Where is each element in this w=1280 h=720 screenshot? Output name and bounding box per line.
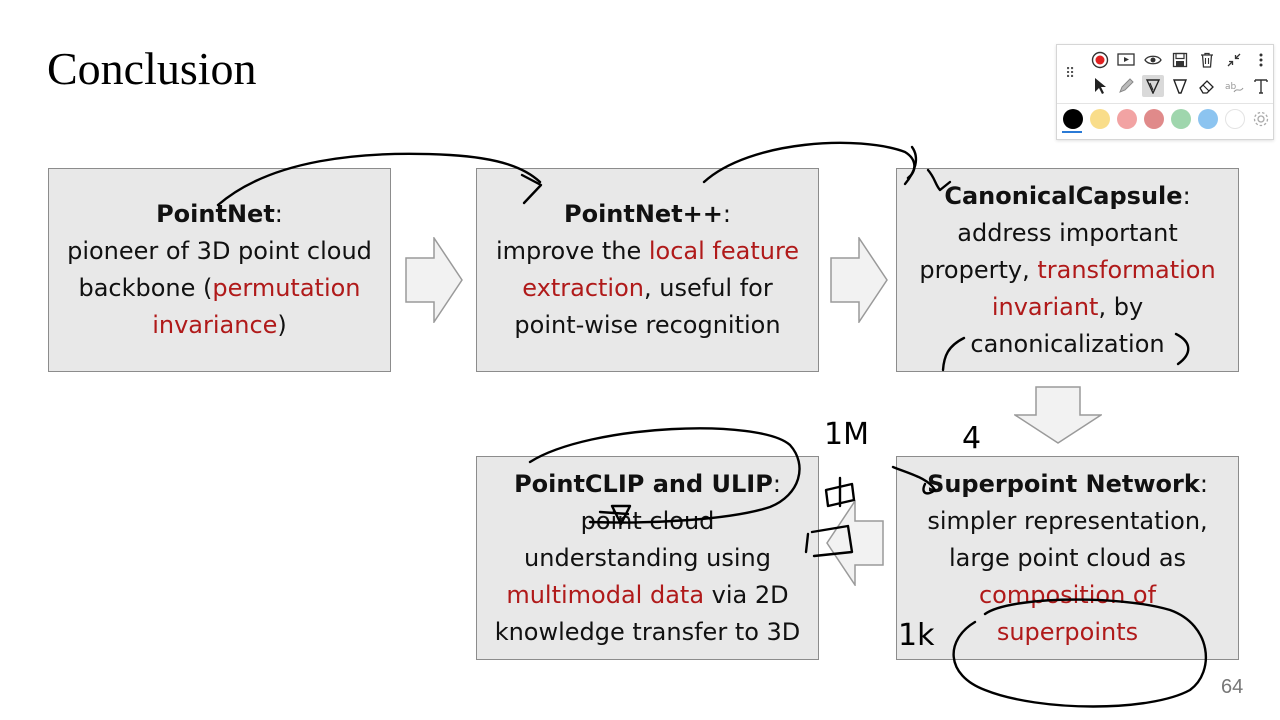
eye-icon[interactable] bbox=[1142, 49, 1164, 71]
swatch-light-red[interactable] bbox=[1117, 109, 1137, 129]
swatch-yellow[interactable] bbox=[1090, 109, 1110, 129]
drag-handle-icon[interactable]: ⠿ bbox=[1065, 66, 1076, 82]
more-icon[interactable] bbox=[1250, 49, 1272, 71]
swatch-blue[interactable] bbox=[1198, 109, 1218, 129]
page-number: 64 bbox=[1221, 676, 1244, 698]
card-heading: PointNet bbox=[156, 200, 275, 228]
arrow-right-icon bbox=[830, 237, 888, 323]
record-icon[interactable] bbox=[1089, 49, 1111, 71]
annotation-toolbar: ⠿ ab bbox=[1056, 44, 1274, 140]
swatch-black[interactable] bbox=[1063, 109, 1083, 129]
ink-label-4: 4 bbox=[962, 421, 981, 456]
ink-to-text-icon[interactable]: ab bbox=[1223, 75, 1245, 97]
arrow-right-icon bbox=[405, 237, 463, 323]
swatch-white[interactable] bbox=[1225, 109, 1245, 129]
card-pointclip-ulip: PointCLIP and ULIP: point cloud understa… bbox=[476, 456, 819, 660]
card-superpoint-network: Superpoint Network: simpler representati… bbox=[896, 456, 1239, 660]
card-canonicalcapsule: CanonicalCapsule: address important prop… bbox=[896, 168, 1239, 372]
save-icon[interactable] bbox=[1169, 49, 1191, 71]
card-pointnetpp: PointNet++: improve the local feature ex… bbox=[476, 168, 819, 372]
toolbar-divider bbox=[1057, 103, 1273, 104]
highlighter-icon[interactable] bbox=[1142, 75, 1164, 97]
arrow-down-icon bbox=[1014, 386, 1102, 444]
card-heading: CanonicalCapsule bbox=[944, 181, 1183, 210]
marker-icon[interactable] bbox=[1169, 75, 1191, 97]
pen-icon[interactable] bbox=[1115, 75, 1137, 97]
collapse-icon[interactable] bbox=[1223, 49, 1245, 71]
text-icon[interactable] bbox=[1250, 75, 1272, 97]
selected-swatch-indicator bbox=[1062, 131, 1082, 133]
card-heading: PointNet++ bbox=[563, 200, 723, 228]
ink-label-1m: 1M bbox=[824, 417, 869, 452]
svg-text:ab: ab bbox=[1225, 82, 1237, 92]
swatch-green[interactable] bbox=[1171, 109, 1191, 129]
card-pointnet: PointNet: pioneer of 3D point cloud back… bbox=[48, 168, 391, 372]
arrow-left-icon bbox=[826, 500, 884, 586]
swatch-red[interactable] bbox=[1144, 109, 1164, 129]
trash-icon[interactable] bbox=[1196, 49, 1218, 71]
present-icon[interactable] bbox=[1115, 49, 1137, 71]
card-heading: Superpoint Network bbox=[927, 469, 1200, 498]
card-heading: PointCLIP and ULIP bbox=[514, 469, 773, 498]
settings-icon[interactable] bbox=[1250, 108, 1272, 130]
pointer-icon[interactable] bbox=[1089, 75, 1111, 97]
eraser-icon[interactable] bbox=[1196, 75, 1218, 97]
slide-title: Conclusion bbox=[47, 43, 257, 94]
